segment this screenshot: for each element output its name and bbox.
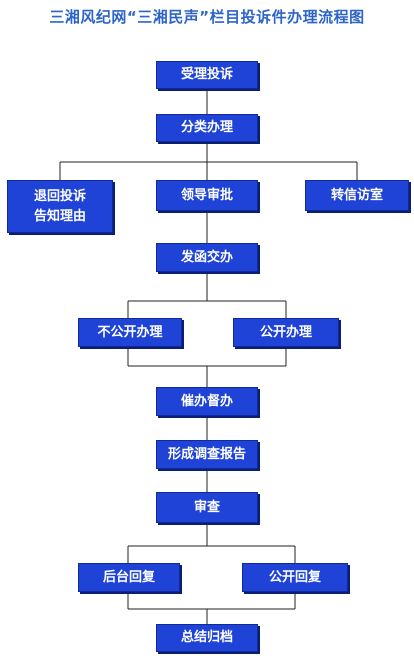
- step-supervise: 催办督办: [156, 387, 258, 416]
- step-private-handle: 不公开办理: [78, 318, 182, 347]
- step-review: 审查: [156, 492, 258, 523]
- step-backend-reply: 后台回复: [78, 563, 180, 592]
- step-approve: 领导审批: [156, 180, 258, 211]
- step-dispatch: 发函交办: [156, 243, 258, 272]
- page-title: 三湘风纪网“三湘民声”栏目投诉件办理流程图: [49, 8, 365, 26]
- step-report: 形成调查报告: [156, 440, 258, 469]
- step-classify: 分类办理: [156, 114, 258, 142]
- step-return: 退回投诉 告知理由: [7, 180, 113, 233]
- step-public-reply: 公开回复: [242, 563, 348, 592]
- step-archive: 总结归档: [156, 624, 258, 652]
- step-public-handle: 公开办理: [233, 318, 339, 347]
- step-forward: 转信访室: [305, 180, 409, 211]
- step-receive: 受理投诉: [156, 61, 258, 89]
